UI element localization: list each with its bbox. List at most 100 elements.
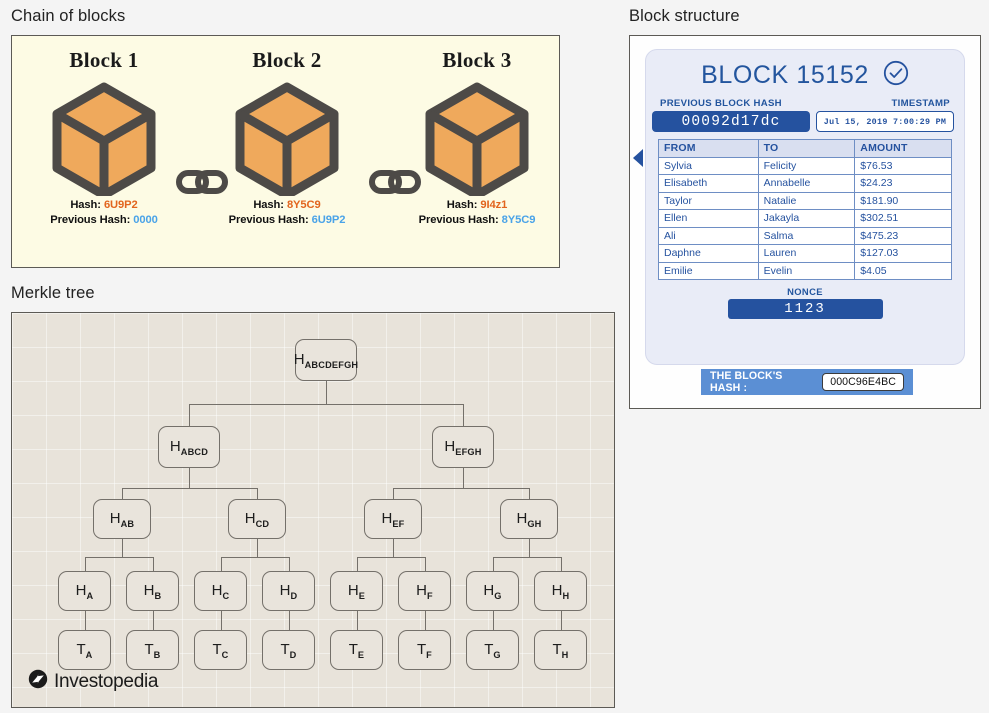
prev-block-hash-value: 00092d17dc xyxy=(652,111,810,132)
node-label: HGH xyxy=(516,509,542,529)
node-label: HEF xyxy=(381,509,405,529)
table-cell-to: Salma xyxy=(757,226,856,245)
node-label: HH xyxy=(551,581,570,601)
block-card: BLOCK 15152 PREVIOUS BLOCK HASH TIMESTAM… xyxy=(645,49,965,365)
merkle-section-title: Merkle tree xyxy=(11,284,95,302)
table-cell-from: Taylor xyxy=(658,191,759,210)
block-card-3: Block 3 Hash: 9I4z1 Previous Hash: 8Y5C9 xyxy=(393,48,561,228)
block-hash-value: 000C96E4BC xyxy=(822,373,904,391)
tree-connector xyxy=(220,611,222,630)
hash-value: 9I4z1 xyxy=(480,199,508,211)
merkle-node-level3-2: HEF xyxy=(364,499,422,539)
tree-connector xyxy=(257,488,259,499)
table-cell-from: Ellen xyxy=(658,209,759,228)
tree-connector xyxy=(84,557,153,559)
tree-connector xyxy=(220,557,222,571)
table-cell-amount: $302.51 xyxy=(854,209,952,228)
node-label: TC xyxy=(212,640,229,660)
cube-icon xyxy=(20,80,188,198)
hash-label: Hash: xyxy=(446,199,478,211)
table-header-from: FROM xyxy=(658,139,759,158)
node-label: HAB xyxy=(109,509,135,529)
block-structure-section-title: Block structure xyxy=(629,7,740,25)
node-label: HABCDEFGH xyxy=(293,350,359,370)
block-structure-panel: BLOCK 15152 PREVIOUS BLOCK HASH TIMESTAM… xyxy=(629,35,981,409)
tree-connector xyxy=(189,404,191,426)
tree-connector xyxy=(257,539,259,557)
node-label: TB xyxy=(144,640,161,660)
timestamp-value: Jul 15, 2019 7:00:29 PM xyxy=(816,111,954,132)
block-title: Block 3 xyxy=(442,48,512,72)
table-cell-from: Emilie xyxy=(658,261,759,280)
chain-link-icon xyxy=(369,167,421,202)
block-number-title: BLOCK 15152 xyxy=(701,61,869,89)
tree-connector xyxy=(424,557,426,571)
tree-connector xyxy=(189,404,463,406)
nonce-label: NONCE xyxy=(787,286,823,297)
block-prev-hash-line: Previous Hash: 8Y5C9 xyxy=(393,213,561,228)
merkle-node-level3-3: HGH xyxy=(500,499,558,539)
tree-connector xyxy=(326,381,328,404)
node-label: TH xyxy=(552,640,569,660)
node-label: HEFGH xyxy=(444,437,482,457)
block-prev-hash-line: Previous Hash: 6U9P2 xyxy=(203,213,371,228)
table-cell-amount: $181.90 xyxy=(854,191,952,210)
merkle-node-transaction-B: TB xyxy=(126,630,179,670)
prev-hash-value: 8Y5C9 xyxy=(501,214,536,226)
prev-hash-value: 0000 xyxy=(133,214,158,226)
investopedia-logo-icon xyxy=(28,669,48,694)
table-cell-amount: $127.03 xyxy=(854,244,952,263)
merkle-node-root: HABCDEFGH xyxy=(293,339,359,381)
tree-connector xyxy=(492,557,561,559)
tree-connector xyxy=(288,611,290,630)
tree-connector xyxy=(84,557,86,571)
tree-connector xyxy=(220,557,289,559)
block-prev-hash-line: Previous Hash: 0000 xyxy=(20,213,188,228)
merkle-node-transaction-A: TA xyxy=(58,630,111,670)
hash-label: Hash: xyxy=(253,199,284,211)
merkle-node-transaction-C: TC xyxy=(194,630,247,670)
chain-link-icon xyxy=(176,167,228,202)
tree-connector xyxy=(356,557,425,559)
table-cell-amount: $475.23 xyxy=(854,226,952,245)
check-circle-icon xyxy=(883,60,909,91)
node-label: TE xyxy=(348,640,365,660)
block-hash-line: Hash: 6U9P2 xyxy=(20,198,188,213)
table-cell-from: Sylvia xyxy=(658,156,759,175)
node-label: HD xyxy=(279,581,298,601)
merkle-node-hash-B: HB xyxy=(126,571,179,611)
tree-connector xyxy=(152,611,154,630)
hash-label: Hash: xyxy=(70,199,101,211)
chain-panel: Block 1 Hash: 6U9P2 Previous Hash: 0000 xyxy=(11,35,560,268)
block-hash-line: Hash: 8Y5C9 xyxy=(203,198,371,213)
table-cell-to: Annabelle xyxy=(757,174,856,193)
table-cell-from: Elisabeth xyxy=(658,174,759,193)
merkle-node-level3-1: HCD xyxy=(228,499,286,539)
tree-connector xyxy=(122,488,124,499)
merkle-node-hash-G: HG xyxy=(466,571,519,611)
node-label: HG xyxy=(483,581,502,601)
node-label: TD xyxy=(280,640,297,660)
table-cell-to: Jakayla xyxy=(757,209,856,228)
hash-value: 8Y5C9 xyxy=(286,199,321,211)
tree-connector xyxy=(152,557,154,571)
tree-connector xyxy=(356,611,358,630)
nonce-value: 1123 xyxy=(727,299,883,319)
table-cell-to: Evelin xyxy=(757,261,856,280)
prev-hash-label: Previous Hash: xyxy=(418,214,499,226)
timestamp-label: TIMESTAMP xyxy=(891,98,950,109)
tree-connector xyxy=(393,488,529,490)
merkle-node-hash-D: HD xyxy=(262,571,315,611)
cube-icon xyxy=(203,80,371,198)
tree-connector xyxy=(492,611,494,630)
tree-connector xyxy=(424,611,426,630)
merkle-node-transaction-D: TD xyxy=(262,630,315,670)
field-values-row: 00092d17dc Jul 15, 2019 7:00:29 PM xyxy=(652,111,954,132)
